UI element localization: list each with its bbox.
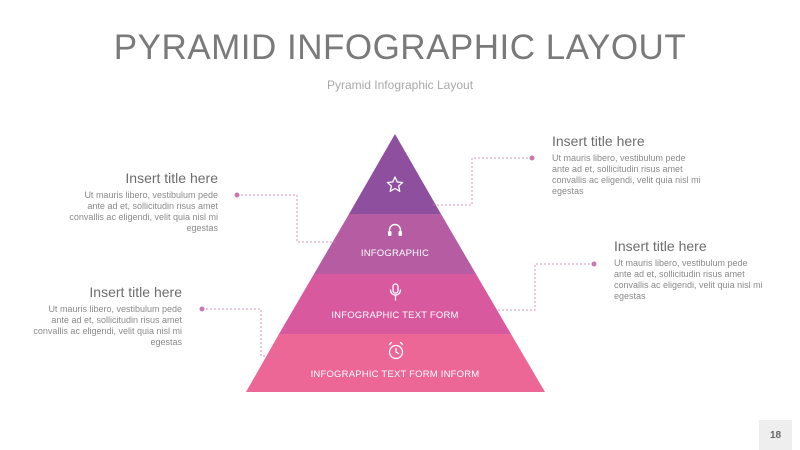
tier-2-label: INFOGRAPHIC xyxy=(360,248,430,259)
page-title: PYRAMID INFOGRAPHIC LAYOUT xyxy=(113,28,687,67)
alarm-clock-icon xyxy=(388,341,404,360)
pyramid-tier-2 xyxy=(314,214,476,274)
callout-lower-left: Insert title here Ut mauris libero, vest… xyxy=(30,284,182,348)
pyramid-tier-1 xyxy=(349,134,441,214)
callout-body: Ut mauris libero, vestibulum pede ante a… xyxy=(552,153,701,196)
callout-lower-right: Insert title here Ut mauris libero, vest… xyxy=(614,238,764,302)
callout-top-right: Insert title here Ut mauris libero, vest… xyxy=(552,133,702,197)
connector-dot-lower-left xyxy=(199,306,205,312)
page-subtitle: Pyramid Infographic Layout xyxy=(326,78,474,92)
callout-body: Ut mauris libero, vestibulum pede ante a… xyxy=(614,258,763,301)
page-number: 18 xyxy=(759,420,792,450)
callout-body: Ut mauris libero, vestibulum pede ante a… xyxy=(33,304,182,347)
connector-dot-top-right xyxy=(529,155,535,161)
callout-title: Insert title here xyxy=(125,170,218,186)
connector-top-right xyxy=(432,157,532,206)
connector-upper-left xyxy=(237,194,336,243)
headphones-icon xyxy=(388,223,402,236)
tier-3-label: INFOGRAPHIC TEXT FORM xyxy=(331,310,459,321)
microphone-icon xyxy=(389,283,402,301)
pyramid-tier-4 xyxy=(246,334,545,392)
connector-lower-right xyxy=(497,263,594,311)
callout-title: Insert title here xyxy=(614,238,707,254)
star-icon xyxy=(386,176,404,192)
callout-title: Insert title here xyxy=(552,133,645,149)
callout-title: Insert title here xyxy=(89,284,182,300)
connector-dot-lower-right xyxy=(591,261,597,267)
connector-lower-left xyxy=(202,308,279,357)
callout-upper-left: Insert title here Ut mauris libero, vest… xyxy=(66,170,218,234)
pyramid-tier-3 xyxy=(279,274,511,334)
callout-body: Ut mauris libero, vestibulum pede ante a… xyxy=(69,190,218,233)
connector-dot-upper-left xyxy=(234,192,240,198)
tier-4-label: INFOGRAPHIC TEXT FORM INFORM xyxy=(310,369,480,380)
